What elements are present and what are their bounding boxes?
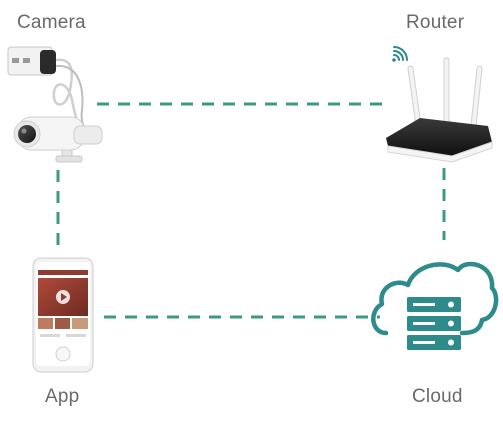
cloud-label: Cloud bbox=[412, 386, 463, 407]
smartphone-app-icon bbox=[32, 257, 94, 373]
cloud-server-icon bbox=[371, 261, 499, 350]
wifi-router-icon bbox=[386, 57, 493, 163]
server-stack-icon bbox=[407, 297, 461, 350]
security-camera-icon bbox=[7, 46, 103, 163]
connectors bbox=[56, 102, 446, 319]
camera-label: Camera bbox=[17, 12, 86, 33]
app-label: App bbox=[45, 386, 80, 407]
wifi-signal-icon bbox=[392, 46, 408, 62]
router-label: Router bbox=[406, 12, 465, 33]
